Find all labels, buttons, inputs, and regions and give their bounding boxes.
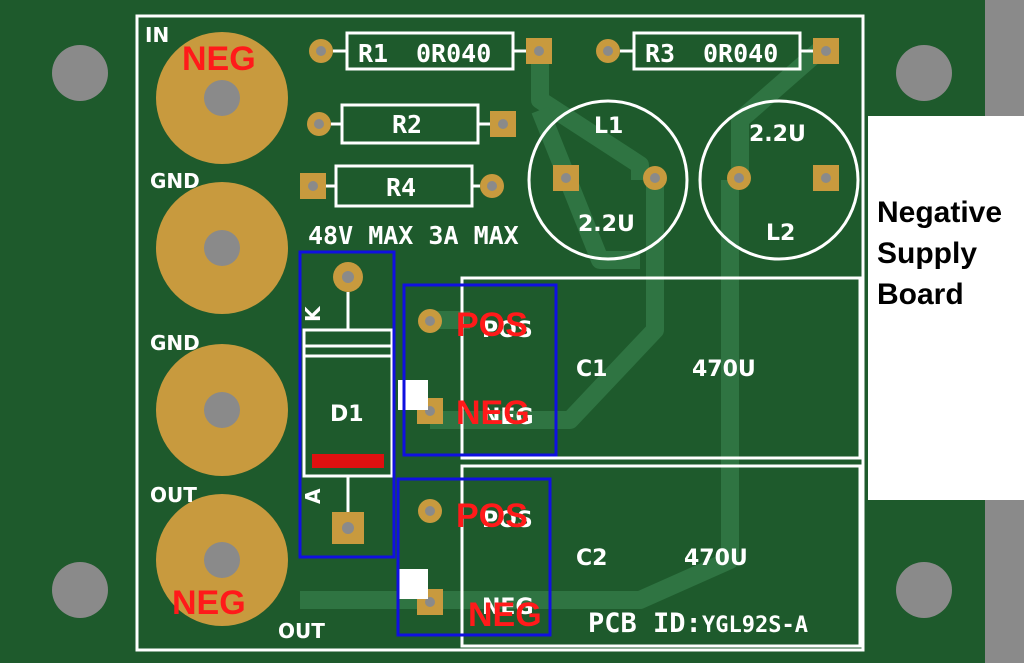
pad-hole [425,316,435,326]
d1-a-label: A [301,488,325,504]
board-outline [135,14,865,652]
c1-pos-annotation: POS [456,306,528,344]
pad-hole [425,597,435,607]
mounting-hole [52,562,108,618]
pad-hole [342,522,354,534]
terminal-in-hole [204,80,240,116]
pad-hole [308,181,318,191]
rating-label: 48V MAX 3A MAX [308,221,519,250]
terminal-gnd2-label: GND [150,331,200,355]
terminal-gnd1-hole [204,230,240,266]
l1-label: L1 [594,114,623,139]
c2-value: 470U [684,546,748,571]
out-label-bottom: OUT [278,619,325,643]
c1-neg-annotation: NEG [456,394,530,432]
r3-body [632,31,802,71]
pad-hole [498,119,508,129]
r4-body [334,164,474,208]
c2-outline [460,464,862,648]
mounting-hole [896,562,952,618]
pad-hole [316,46,326,56]
c2-pos-annotation: POS [456,497,528,535]
l1-value: 2.2U [578,212,635,237]
d1-highlight-box [298,250,396,559]
c2-neg-annotation: NEG [468,596,542,634]
pad-hole [650,173,660,183]
c2-highlight-box [396,477,552,637]
c1-label: C1 [576,357,607,382]
pad-hole [534,46,544,56]
r3-label: R3 [645,39,675,68]
r1-body [345,31,515,71]
c2-white-marker [398,569,428,599]
terminal-out-label: OUT [150,483,197,507]
pad-hole [734,173,744,183]
pcb-id-value: YGL92S-A [702,613,808,638]
neg-out-annotation: NEG [172,584,246,622]
terminal-in-label: IN [145,23,169,47]
pad-hole [561,173,571,183]
r1-label: R1 [358,39,388,68]
l2-outline [698,99,860,261]
r2-label: R2 [392,110,422,139]
d1-red-marker [312,454,384,468]
pad-hole [821,46,831,56]
mounting-hole [896,45,952,101]
mounting-hole [52,45,108,101]
r3-value: 0R040 [703,39,778,68]
c1-value: 470U [692,357,756,382]
terminal-out-hole [204,542,240,578]
c1-neg-silk: NEG [482,405,534,430]
pad-hole [425,506,435,516]
terminal-gnd1-label: GND [150,169,200,193]
l1-outline [527,99,689,261]
pcb-id-label: PCB ID: [588,608,702,639]
c2-pos-silk: POS [482,508,533,533]
r4-label: R4 [386,173,416,202]
pad-hole [603,46,613,56]
neg-in-annotation: NEG [182,40,256,78]
pad-hole [821,173,831,183]
pad-hole [487,181,497,191]
c1-pos-silk: POS [482,318,533,343]
pad-hole [342,271,354,283]
r1-value: 0R040 [416,39,491,68]
c2-label: C2 [576,546,607,571]
d1-body [302,328,394,478]
c1-highlight-box [402,283,558,457]
d1-label: D1 [330,402,364,427]
l2-value: 2.2U [749,122,806,147]
l2-label: L2 [766,221,795,246]
r2-body [340,103,480,145]
d1-k-label: K [301,305,325,322]
terminal-gnd2-hole [204,392,240,428]
pad-hole [314,119,324,129]
c2-neg-silk: NEG [482,595,534,620]
